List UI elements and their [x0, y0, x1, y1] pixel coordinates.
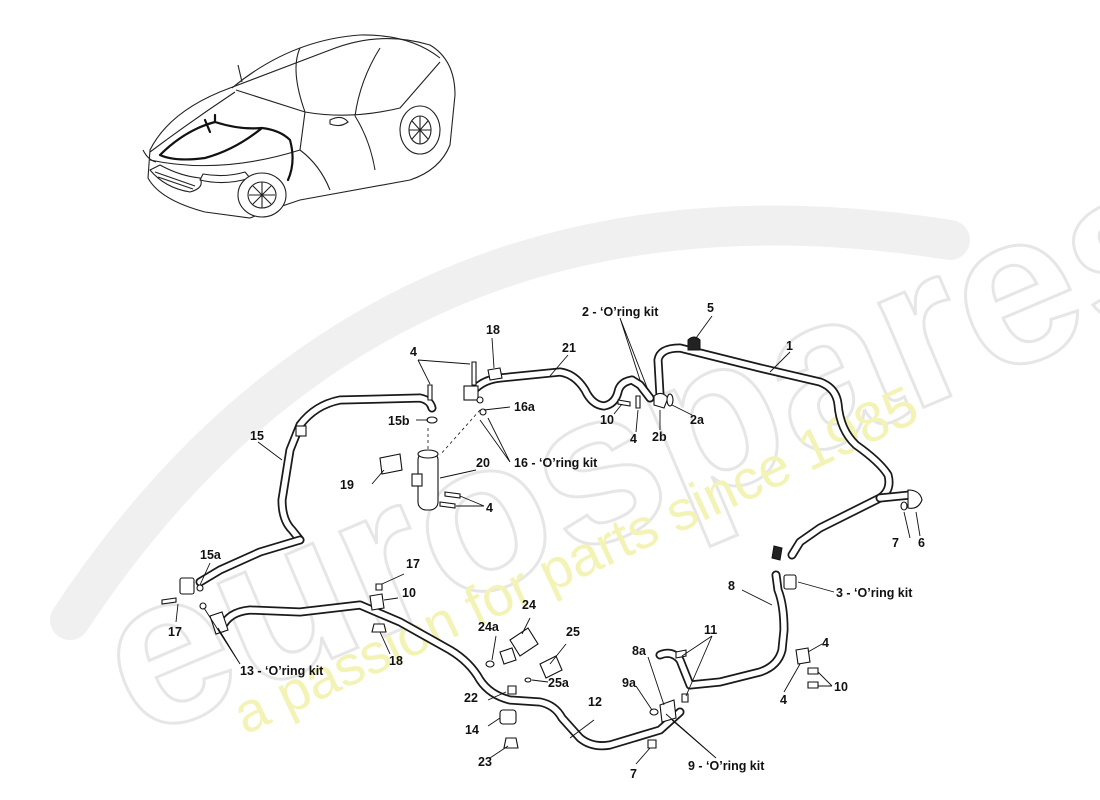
callout-24a: 24a — [478, 620, 500, 634]
callout-14: 14 — [465, 723, 479, 737]
car-thumbnail — [142, 34, 456, 219]
callout-16: 16 - ‘O’ring kit — [514, 456, 598, 470]
callout-6: 6 — [918, 536, 925, 550]
callout-2b: 2b — [652, 430, 667, 444]
callout-15: 15 — [250, 429, 264, 443]
callout-5: 5 — [707, 301, 714, 315]
callout-4-a: 4 — [410, 345, 417, 359]
callout-2a: 2a — [690, 413, 705, 427]
callout-25: 25 — [566, 625, 580, 639]
components — [161, 336, 923, 749]
callout-2: 2 - ‘O’ring kit — [582, 305, 659, 319]
callout-9a: 9a — [622, 676, 637, 690]
callout-20: 20 — [476, 456, 490, 470]
callout-1: 1 — [786, 339, 793, 353]
callout-8a: 8a — [632, 644, 647, 658]
pressure-sensor-25 — [539, 655, 563, 679]
callout-4-b: 4 — [630, 432, 637, 446]
callout-11: 11 — [704, 623, 717, 637]
callout-21: 21 — [562, 341, 576, 355]
callout-4-e: 4 — [780, 693, 787, 707]
callout-18-b: 18 — [389, 654, 403, 668]
callout-4-c: 4 — [486, 501, 493, 515]
leader-lines — [175, 315, 921, 765]
callout-15b: 15b — [388, 414, 410, 428]
callout-16a: 16a — [514, 400, 536, 414]
callout-18-a: 18 — [486, 323, 500, 337]
callout-10-a: 10 — [600, 413, 614, 427]
callout-7-b: 7 — [630, 767, 637, 781]
callout-19: 19 — [340, 478, 354, 492]
callout-8: 8 — [728, 579, 735, 593]
pressure-sensor-24 — [509, 627, 539, 657]
callout-3: 3 - ‘O’ring kit — [836, 586, 913, 600]
callout-24: 24 — [522, 598, 536, 612]
drier-bracket — [379, 453, 403, 475]
callout-10-b: 10 — [402, 586, 416, 600]
callout-15a: 15a — [200, 548, 222, 562]
callout-10-c: 10 — [834, 680, 848, 694]
callout-labels: 1 2 - ‘O’ring kit 2a 2b 3 - ‘O’ring kit … — [168, 301, 925, 781]
callout-17-b: 17 — [168, 625, 182, 639]
callout-17-a: 17 — [406, 557, 420, 571]
callout-4-d: 4 — [822, 636, 829, 650]
callout-9: 9 - ‘O’ring kit — [688, 759, 765, 773]
callout-7-a: 7 — [892, 536, 899, 550]
callout-22: 22 — [464, 691, 478, 705]
callout-25a: 25a — [548, 676, 570, 690]
callout-12: 12 — [588, 695, 602, 709]
callout-23: 23 — [478, 755, 492, 769]
callout-13: 13 - ‘O’ring kit — [240, 664, 324, 678]
